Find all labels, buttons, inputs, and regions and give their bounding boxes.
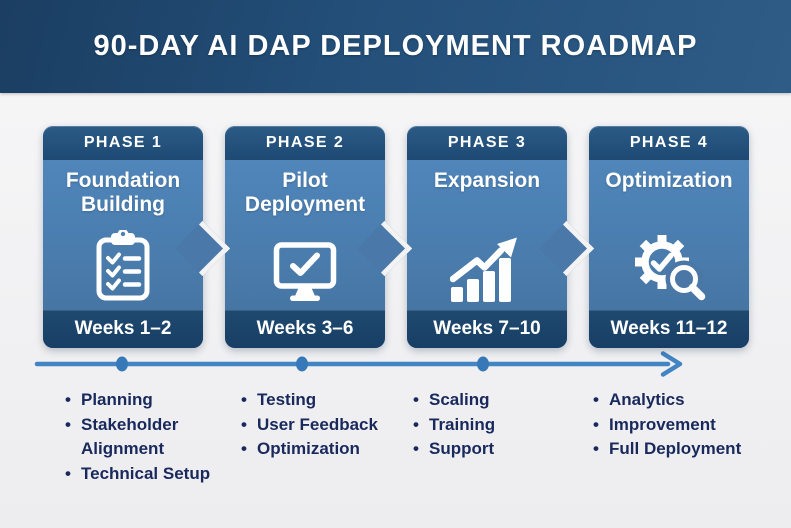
timeline-dot [296,356,308,372]
activity-item: Stakeholder Alignment [64,413,224,462]
activities-list-phase-2: Testing User Feedback Optimization [240,388,412,462]
growth-chart-icon [407,236,567,302]
activity-item: Analytics [592,388,784,413]
phase-card-2: PHASE 2 Pilot Deployment Weeks 3–6 [225,126,413,348]
phase-2-weeks: Weeks 3–6 [256,318,354,339]
phase-1-weeks: Weeks 1–2 [74,318,172,339]
phase-4-weeks: Weeks 11–12 [610,318,728,339]
timeline-dot [477,356,489,372]
phase-4-weeks-band: Weeks 11–12 [589,310,749,348]
phase-3-header: PHASE 3 [407,126,567,160]
phase-4-label: PHASE 4 [629,133,709,151]
phase-1-label: PHASE 1 [83,133,163,151]
activity-item: Improvement [592,413,784,438]
timeline-arrowhead-icon [660,351,683,377]
timeline-dot [116,356,128,372]
activities-list-phase-3: Scaling Training Support [412,388,572,462]
phase-cards-row: PHASE 1 Foundation Building [43,126,749,348]
activities-list-phase-4: Analytics Improvement Full Deployment [592,388,784,462]
monitor-check-icon [225,242,385,302]
phase-2-header: PHASE 2 [225,126,385,160]
phase-1-weeks-band: Weeks 1–2 [43,310,203,348]
phase-2-title: Pilot Deployment [244,169,366,216]
phase-3-weeks-band: Weeks 7–10 [407,310,567,348]
page-title: 90-DAY AI DAP DEPLOYMENT ROADMAP [93,30,698,62]
phase-2-label: PHASE 2 [265,133,345,151]
phase-1-title: Foundation Building [65,169,181,216]
phase-card-3: PHASE 3 Expansion Weeks 7–10 [407,126,595,348]
phase-4-header: PHASE 4 [589,126,749,160]
phase-card-4: PHASE 4 Optimization [589,126,749,348]
phase-3-weeks: Weeks 7–10 [433,318,541,339]
activities-list-phase-1: Planning Stakeholder Alignment Technical… [64,388,224,486]
activity-item: Optimization [240,437,412,462]
phase-3-label: PHASE 3 [447,133,527,151]
activity-item: User Feedback [240,413,412,438]
phase-4-title: Optimization [605,169,733,192]
activity-item: Technical Setup [64,462,224,487]
timeline [0,349,791,379]
activity-item: Planning [64,388,224,413]
phase-card-1: PHASE 1 Foundation Building [43,126,231,348]
phase-1-header: PHASE 1 [43,126,203,160]
activity-item: Training [412,413,572,438]
activity-item: Full Deployment [592,437,784,462]
clipboard-checklist-icon [43,230,203,302]
phase-3-title: Expansion [433,169,541,192]
header-banner: 90-DAY AI DAP DEPLOYMENT ROADMAP [0,0,791,93]
activity-item: Scaling [412,388,572,413]
gear-magnifier-check-icon [589,228,749,302]
phase-2-weeks-band: Weeks 3–6 [225,310,385,348]
activity-item: Testing [240,388,412,413]
activity-item: Support [412,437,572,462]
